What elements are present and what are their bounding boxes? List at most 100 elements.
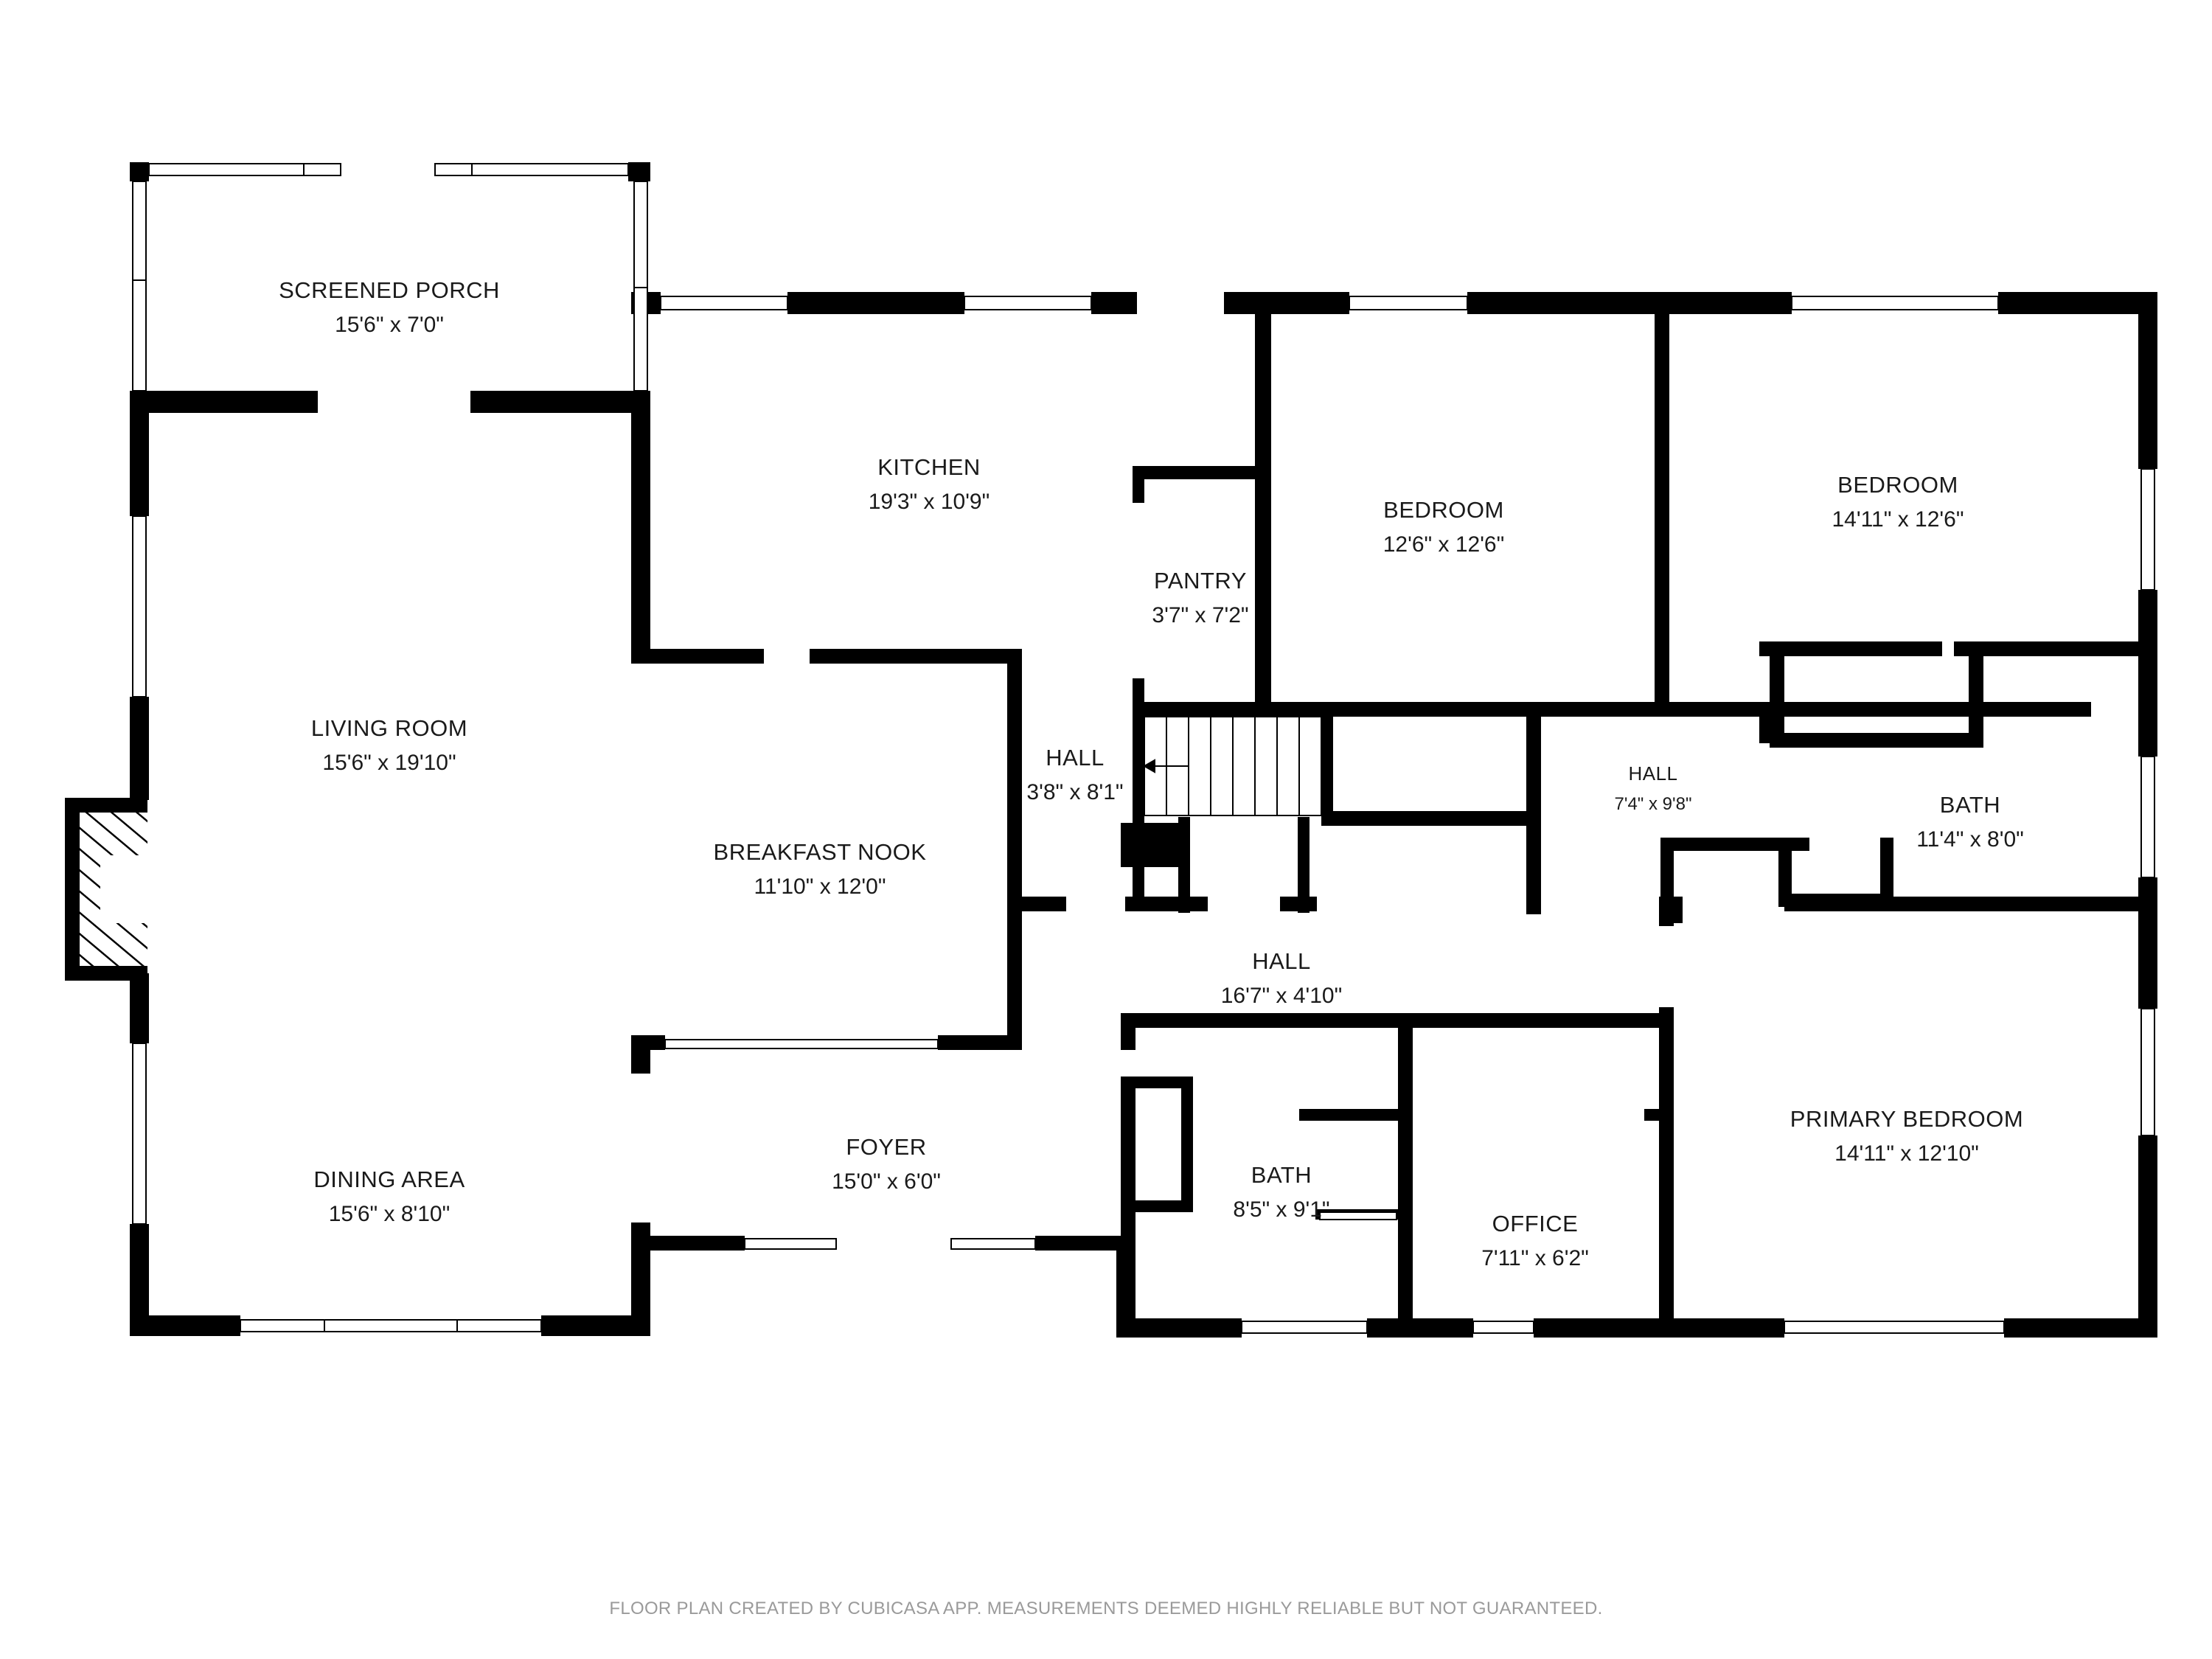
wall [1534,1318,1784,1338]
stair-wall [1133,708,1144,818]
wall [1121,1200,1193,1212]
wall [1659,897,1674,926]
room-dining-area: DINING AREA 15'6" x 8'10" [313,1166,465,1226]
window [1784,1321,2005,1334]
room-name: SCREENED PORCH [279,277,500,303]
wall [1121,1013,1135,1050]
window [2140,468,2155,591]
wall [1398,1025,1413,1336]
wall [1178,817,1190,913]
window [964,296,1092,310]
room-dimensions: 15'6" x 19'10" [322,751,456,775]
wall [631,391,650,659]
wall [1133,702,2091,717]
room-name: PRIMARY BEDROOM [1790,1106,2023,1132]
room-living-room: LIVING ROOM 15'6" x 19'10" [311,715,467,775]
wall [1367,1318,1473,1338]
wall [2138,292,2157,469]
room-foyer: FOYER 15'0" x 6'0" [832,1134,941,1194]
room-dimensions: 3'8" x 8'1" [1026,780,1123,804]
window [240,1319,542,1332]
wall [2004,1318,2157,1338]
stair-wall [1321,708,1333,818]
window [664,1039,939,1049]
room-dimensions: 14'11" x 12'10" [1834,1141,1979,1166]
wall [1133,466,1144,503]
window [1472,1321,1534,1334]
wall [1133,466,1262,479]
window [950,1238,1036,1250]
window [132,1043,147,1225]
wall [130,697,149,800]
fireplace-opening [100,855,147,923]
room-name: BEDROOM [1383,497,1504,523]
room-dimensions: 7'4" x 9'8" [1615,794,1692,814]
room-dimensions: 7'11" x 6'2" [1481,1246,1589,1270]
wall [2138,590,2157,757]
wall [1280,897,1317,911]
room-dimensions: 16'7" x 4'10" [1221,984,1343,1008]
wall [631,649,764,664]
room-name: OFFICE [1492,1211,1579,1237]
room-dimensions: 15'0" x 6'0" [832,1169,941,1194]
room-dimensions: 15'6" x 8'10" [329,1202,451,1226]
room-hall: HALL 16'7" x 4'10" [1221,948,1343,1008]
window [1241,1321,1368,1334]
wall [1125,897,1181,911]
window [132,515,147,698]
wall [646,1236,745,1251]
wall [1784,838,1809,851]
room-bedroom: BEDROOM 12'6" x 12'6" [1383,497,1505,557]
wall [1660,838,1674,907]
room-bedroom: BEDROOM 14'11" x 12'6" [1832,472,1964,532]
wall [628,162,650,181]
wall [1091,292,1137,314]
wall [1548,292,1792,314]
window [2140,756,2155,878]
wall [130,1315,240,1336]
wall [1644,1109,1674,1121]
wall [631,1035,665,1050]
wall [470,391,650,413]
wall [1321,811,1541,826]
room-name: BATH [1940,792,2000,818]
wall [1770,733,1983,748]
room-dimensions: 14'11" x 12'6" [1832,507,1964,532]
wall [810,649,1018,664]
window [2140,1008,2155,1136]
wall [1181,1077,1193,1209]
room-labels: SCREENED PORCH 15'6" x 7'0" KITCHEN 19'3… [279,277,2024,1270]
wall [1022,897,1066,911]
window [633,181,648,392]
room-name: DINING AREA [313,1166,465,1192]
room-dimensions: 11'4" x 8'0" [1916,827,2024,852]
room-hall: HALL 3'8" x 8'1" [1026,745,1123,804]
wall [1255,310,1271,717]
wall [1121,1013,1674,1028]
room-dimensions: 12'6" x 12'6" [1383,532,1505,557]
wall [1467,292,1548,314]
window [1349,296,1468,310]
room-breakfast-nook: BREAKFAST NOOK 11'10" x 12'0" [714,839,926,899]
wall [1660,838,1790,851]
room-hall: HALL 7'4" x 9'8" [1615,762,1692,814]
room-office: OFFICE 7'11" x 6'2" [1481,1211,1589,1270]
wall [1516,702,1548,717]
room-name: LIVING ROOM [311,715,467,741]
window [1791,296,1999,310]
room-name: BEDROOM [1837,472,1958,498]
footer-disclaimer: FLOOR PLAN CREATED BY CUBICASA APP. MEAS… [609,1599,1603,1618]
wall [1299,1109,1413,1121]
wall [1659,1007,1674,1336]
walls [65,162,2157,1338]
room-name: KITCHEN [877,454,981,480]
window [660,296,788,310]
room-dimensions: 3'7" x 7'2" [1152,603,1248,627]
wall [1035,1236,1131,1251]
wall [787,292,964,314]
window [744,1238,837,1250]
room-name: BATH [1251,1162,1312,1188]
window [434,163,629,176]
wall [1954,641,2157,656]
